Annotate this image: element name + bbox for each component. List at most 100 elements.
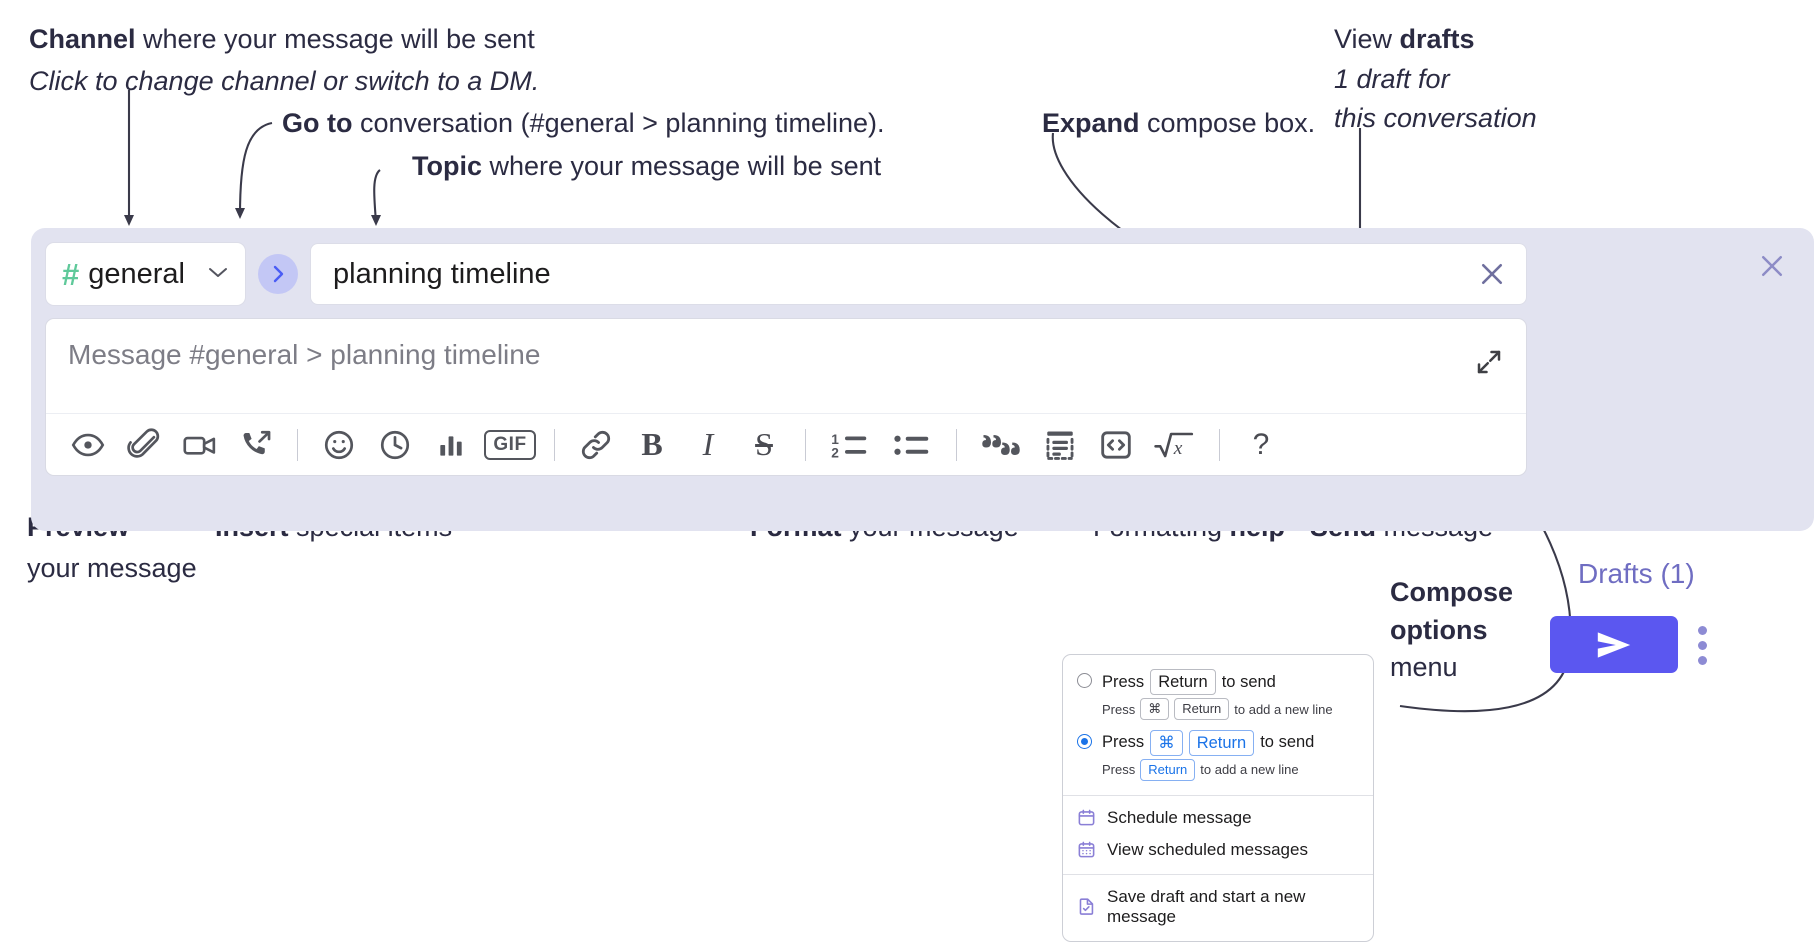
strikethrough-icon[interactable]: S (736, 421, 792, 469)
chevron-down-icon (207, 264, 229, 284)
clear-topic-button[interactable] (1472, 254, 1512, 294)
preview-icon[interactable] (60, 421, 116, 469)
menu-item-view-scheduled-label: View scheduled messages (1107, 839, 1308, 859)
annotation-channel-rest: where your message will be sent (135, 24, 535, 54)
italic-icon[interactable]: I (680, 421, 736, 469)
menu-divider-2 (1063, 873, 1373, 875)
opt1-pre: Press (1102, 672, 1145, 691)
toolbar-divider-4 (956, 428, 957, 461)
calendar-grid-icon (1078, 841, 1095, 858)
compose-header-row: # general (45, 242, 1527, 306)
annotation-expand: Expand compose box. (1042, 106, 1315, 141)
audio-clip-icon[interactable] (228, 421, 284, 469)
annotation-topic: Topic where your message will be sent (412, 149, 881, 184)
send-option-cmd-return-label: Press ⌘ Return to send (1102, 729, 1315, 757)
menu-item-save-draft[interactable]: Save draft and start a new message (1063, 881, 1373, 933)
link-icon[interactable] (568, 421, 624, 469)
compose-options-menu: Press Return to send Press ⌘ Return to a… (1062, 654, 1374, 942)
svg-text:2: 2 (831, 445, 839, 460)
opt2-pre: Press (1102, 733, 1145, 752)
toolbar-divider-1 (297, 428, 298, 461)
compose-inner: # general (45, 242, 1527, 476)
bulleted-list-icon[interactable] (881, 421, 943, 469)
expand-diagonal-icon (1477, 350, 1501, 374)
annotation-channel: Channel where your message will be sent … (29, 22, 539, 98)
drafts-link[interactable]: Drafts (1) (1578, 558, 1695, 589)
annotation-compose-options: Compose options menu (1390, 575, 1513, 685)
radio-cmd-return[interactable] (1077, 733, 1092, 749)
annotation-goto-bold: Go to (282, 108, 353, 138)
help-icon[interactable]: ? (1233, 421, 1289, 469)
video-clip-icon[interactable] (172, 421, 228, 469)
message-input[interactable]: Message #general > planning timeline (46, 319, 1526, 413)
annotation-channel-bold: Channel (29, 24, 136, 54)
channel-selector[interactable]: # general (45, 242, 246, 306)
key-return-3: Return (1188, 729, 1255, 757)
math-icon[interactable]: x (1144, 421, 1206, 469)
annotation-drafts-line3: this conversation (1334, 103, 1537, 134)
bold-glyph: B (641, 426, 663, 462)
menu-item-view-scheduled[interactable]: View scheduled messages (1063, 834, 1373, 866)
expand-compose-button[interactable] (1470, 343, 1508, 381)
annotation-drafts-line2: 1 draft for (1334, 63, 1450, 94)
opt2-sub-pre: Press (1102, 762, 1136, 778)
key-return: Return (1150, 669, 1216, 696)
annotation-expand-rest: compose box. (1139, 108, 1316, 138)
annotation-channel-italic: Click to change channel or switch to a D… (29, 65, 540, 96)
annotation-drafts-bold: drafts (1399, 24, 1475, 54)
bold-icon[interactable]: B (624, 421, 680, 469)
annotation-goto: Go to conversation (#general > planning … (282, 106, 885, 141)
kebab-dot-1 (1697, 625, 1707, 635)
opt1-post: to send (1221, 672, 1276, 691)
opt2-post: to send (1260, 733, 1315, 752)
annotation-goto-rest: conversation (#general > planning timeli… (352, 108, 885, 138)
arrowhead (371, 215, 381, 226)
close-x-icon (1762, 256, 1782, 276)
key-return-4: Return (1140, 759, 1196, 781)
clock-icon[interactable] (367, 421, 423, 469)
clear-x-icon (1481, 263, 1503, 285)
ordered-list-icon[interactable]: 1 2 (819, 421, 881, 469)
annotation-drafts: View drafts 1 draft for this conversatio… (1334, 22, 1537, 136)
arrowhead (235, 208, 245, 219)
annotation-compose-options-line2: options (1390, 614, 1488, 645)
opt2-sub-post: to add a new line (1200, 762, 1299, 778)
blockquote-icon[interactable] (970, 421, 1032, 469)
help-glyph: ? (1252, 427, 1270, 461)
menu-item-save-draft-label: Save draft and start a new message (1107, 886, 1306, 926)
chevron-right-icon (273, 265, 284, 283)
message-placeholder: Message #general > planning timeline (68, 339, 541, 370)
code-block-icon[interactable] (1032, 421, 1088, 469)
annotation-topic-bold: Topic (412, 151, 482, 181)
send-option-return-sub: Press ⌘ Return to add a new line (1063, 695, 1373, 726)
menu-item-schedule-message[interactable]: Schedule message (1063, 802, 1373, 834)
gif-icon[interactable]: GIF (479, 421, 541, 469)
send-option-cmd-return[interactable]: Press ⌘ Return to send (1063, 726, 1373, 757)
gif-label: GIF (484, 429, 536, 460)
svg-text:x: x (1173, 438, 1183, 459)
close-panel-button[interactable] (1750, 244, 1794, 288)
send-paper-plane-icon (1597, 631, 1631, 658)
send-option-cmd-return-sub: Press Return to add a new line (1063, 756, 1373, 787)
poll-icon[interactable] (423, 421, 479, 469)
kebab-dot-3 (1697, 655, 1707, 665)
svg-text:1: 1 (831, 431, 839, 446)
radio-return[interactable] (1077, 673, 1092, 688)
compose-options-button[interactable] (1688, 625, 1716, 665)
message-box: Message #general > planning timeline (45, 318, 1527, 476)
annotation-preview-line2: your message (27, 552, 197, 583)
toolbar-divider-3 (805, 428, 806, 461)
send-button[interactable] (1550, 616, 1678, 673)
attachment-icon[interactable] (116, 421, 172, 469)
annotation-drafts-plain: View (1334, 24, 1400, 54)
send-option-return[interactable]: Press Return to send (1063, 665, 1373, 696)
channel-name-label: general (88, 257, 185, 290)
send-option-return-label: Press Return to send (1102, 669, 1276, 696)
annotation-expand-bold: Expand (1042, 108, 1140, 138)
topic-input[interactable] (331, 256, 1472, 292)
goto-conversation-button[interactable] (258, 254, 298, 294)
code-icon[interactable] (1088, 421, 1144, 469)
emoji-icon[interactable] (311, 421, 367, 469)
opt1-sub-post: to add a new line (1234, 701, 1333, 717)
topic-field-wrapper (310, 243, 1527, 305)
